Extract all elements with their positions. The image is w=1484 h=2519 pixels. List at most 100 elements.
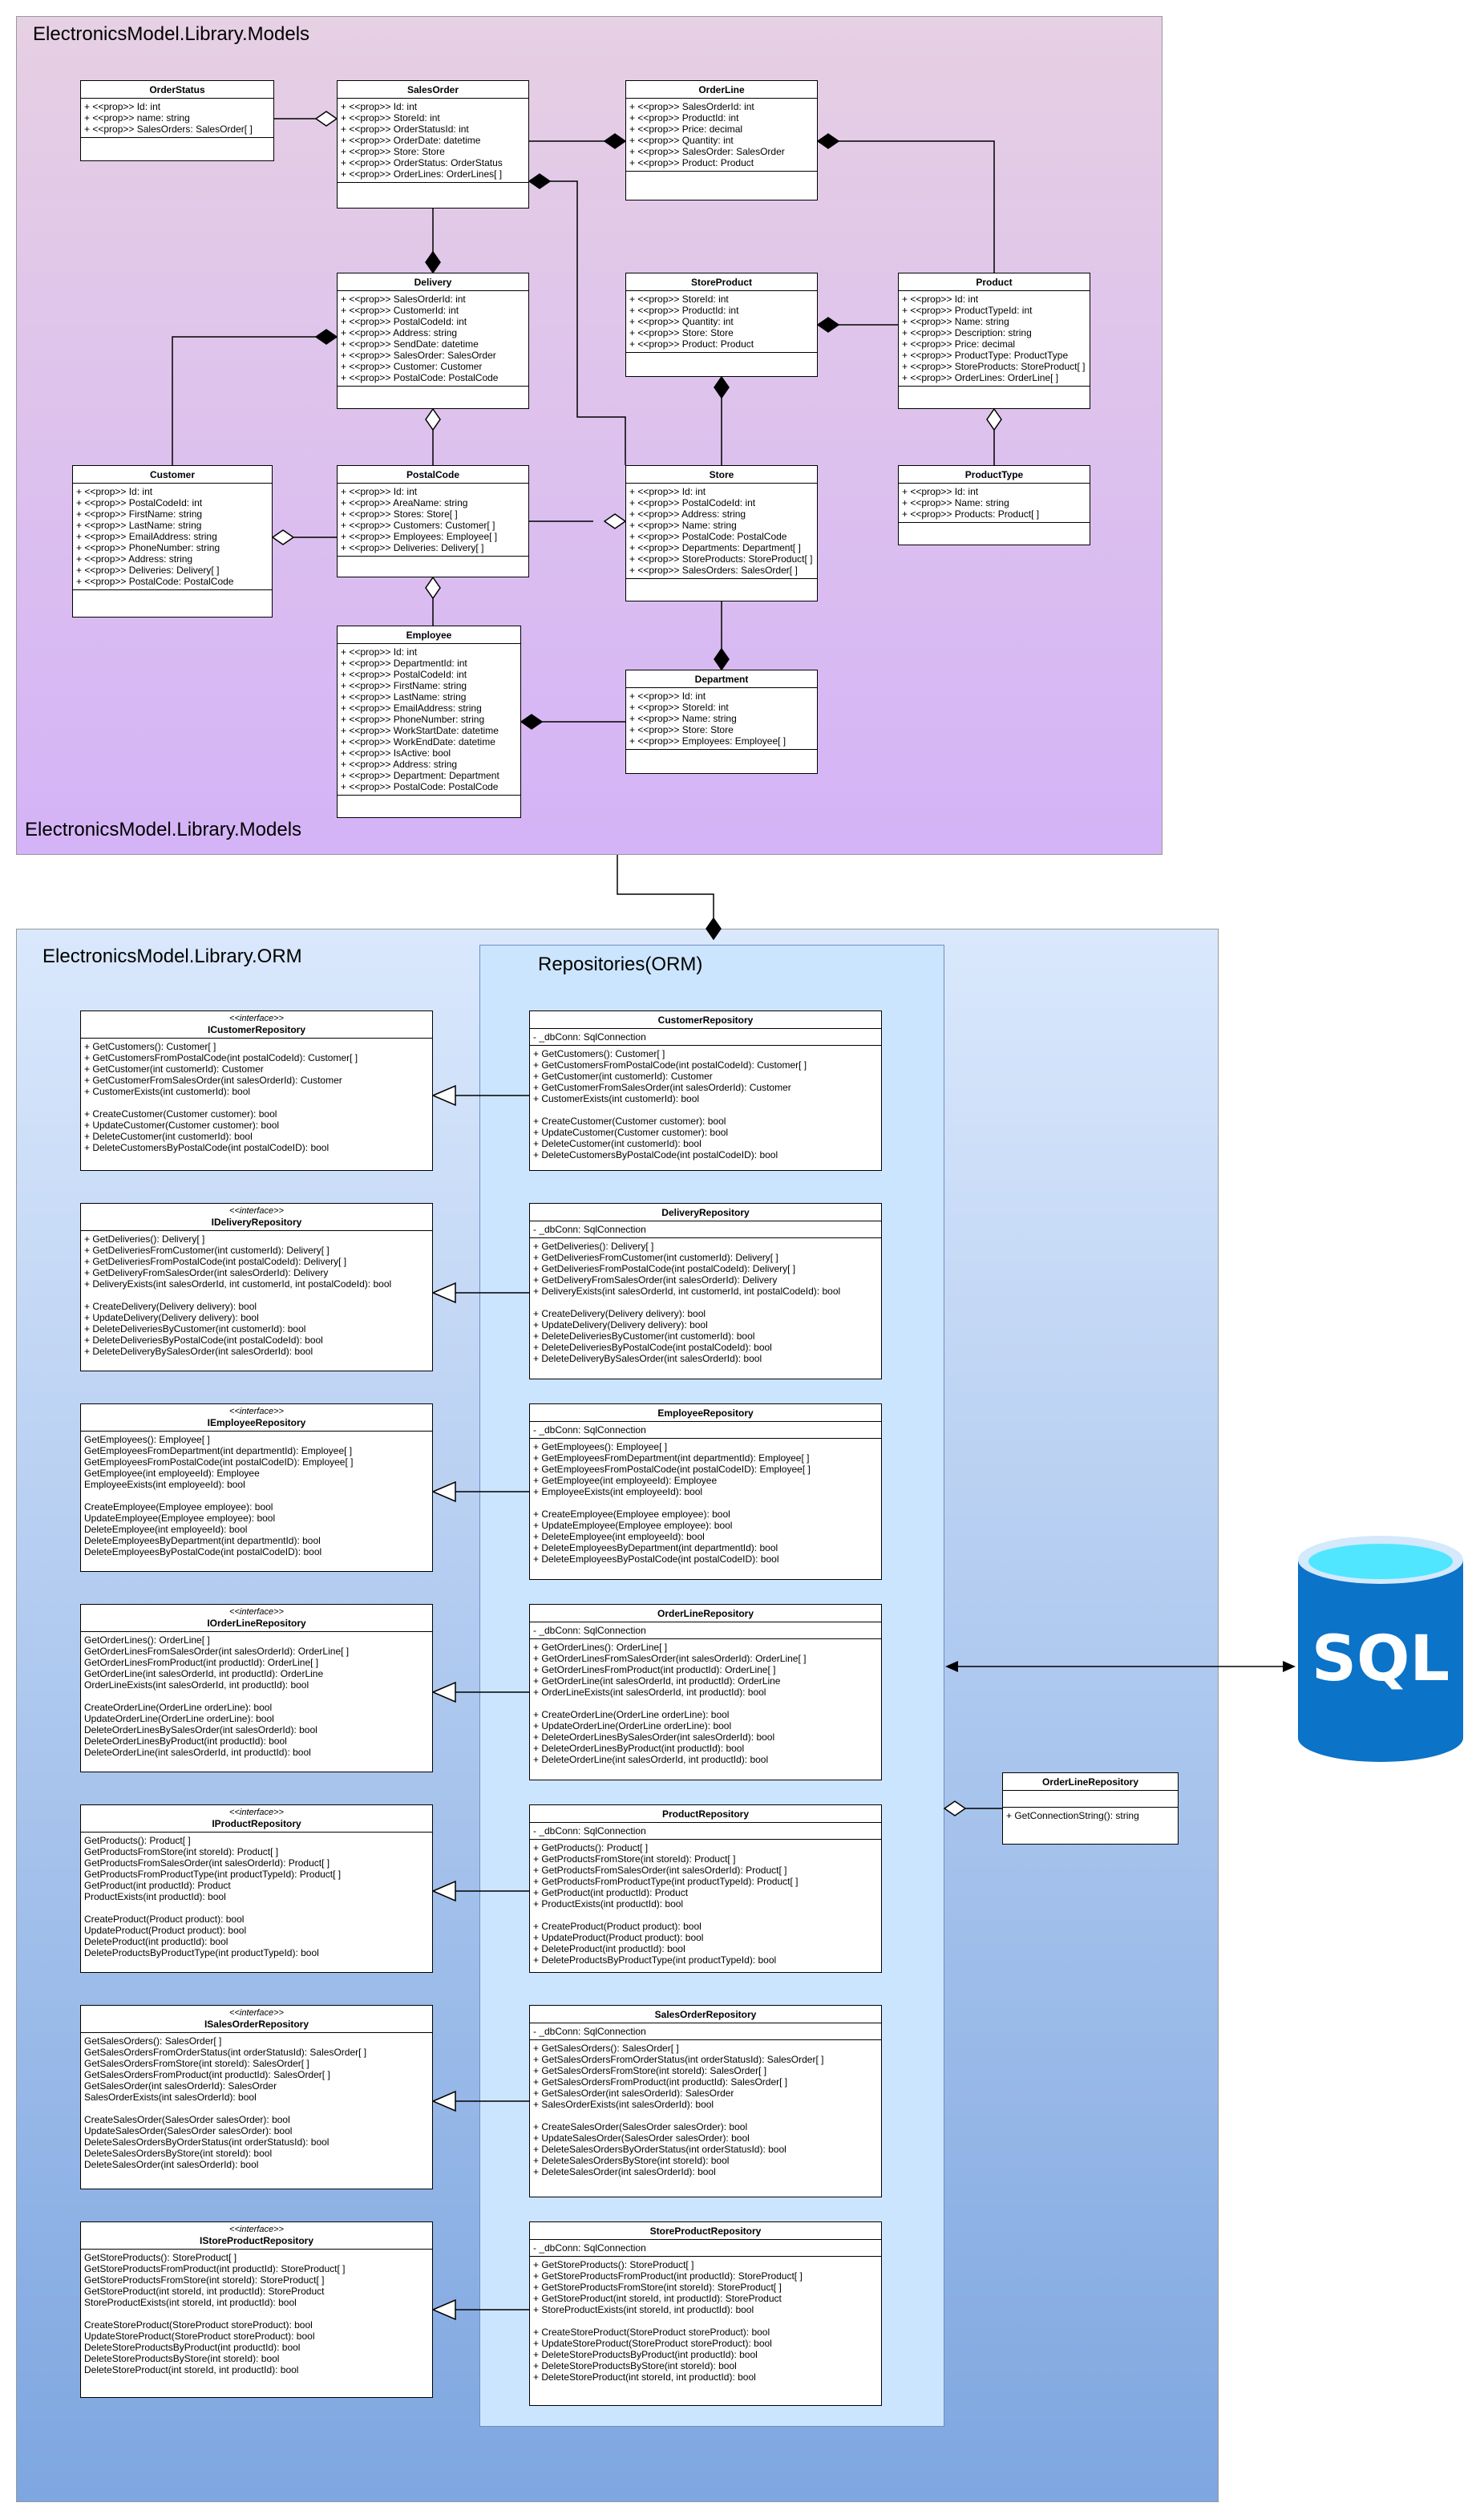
class-salesorderrepository[interactable]: SalesOrderRepository- _dbConn: SqlConnec… (529, 2005, 882, 2197)
class-store[interactable]: Store+ <<prop>> Id: int+ <<prop>> Postal… (625, 465, 818, 601)
divider (81, 2032, 432, 2033)
class-connection[interactable]: OrderLineRepository+ GetConnectionString… (1002, 1772, 1179, 1845)
member-line: + GetDeliveriesFromPostalCode(int postal… (84, 1256, 347, 1267)
field-line: - _dbConn: SqlConnection (533, 1625, 646, 1636)
divider (338, 643, 520, 644)
aggregation-diamond (271, 529, 295, 545)
class-orderline[interactable]: OrderLine+ <<prop>> SalesOrderId: int+ <… (625, 80, 818, 200)
member-list: + GetCustomers(): Customer[ ]+ GetCustom… (530, 1046, 881, 1163)
composition-diamond (314, 329, 338, 345)
field-line: - _dbConn: SqlConnection (533, 1031, 646, 1043)
member-line: GetEmployeesFromPostalCode(int postalCod… (84, 1456, 354, 1468)
member-line: + GetCustomers(): Customer[ ] (84, 1041, 216, 1052)
interface-name: IOrderLineRepository (207, 1618, 306, 1629)
class-name: PostalCode (406, 469, 459, 480)
member-line: GetSalesOrder(int salesOrderId): SalesOr… (84, 2080, 277, 2092)
member-line: + DeleteStoreProductsByStore(int storeId… (533, 2360, 737, 2371)
spacer (1006, 1793, 1175, 1804)
interface-ideliveryrepository[interactable]: <<interface>>IDeliveryRepository+ GetDel… (80, 1203, 433, 1371)
spacer (84, 1902, 429, 1914)
class-name: Delivery (414, 277, 452, 288)
member-line: + StoreProductExists(int storeId, int pr… (533, 2304, 754, 2315)
member-list: + GetEmployees(): Employee[ ]+ GetEmploy… (530, 1439, 881, 1567)
class-customerrepository[interactable]: CustomerRepository - _dbConn: SqlConnecti… (529, 1010, 882, 1171)
salesorder-store-link (550, 180, 626, 465)
divider (338, 182, 528, 183)
member-line: + <<prop>> Id: int (76, 486, 153, 497)
class-productrepository[interactable]: ProductRepository- _dbConn: SqlConnectio… (529, 1804, 882, 1973)
member-line: + <<prop>> Employees: Employee[ ] (629, 735, 786, 747)
member-line: DeleteOrderLine(int salesOrderId, int pr… (84, 1747, 311, 1758)
class-orderstatus[interactable]: OrderStatus+ <<prop>> Id: int+ <<prop>> … (80, 80, 274, 161)
member-list: + <<prop>> Id: int+ <<prop>> StoreId: in… (626, 688, 817, 749)
member-line: + DeleteEmployeesByPostalCode(int postal… (533, 1553, 779, 1565)
member-list: + <<prop>> Id: int+ <<prop>> StoreId: in… (338, 99, 528, 182)
divider (338, 795, 520, 796)
member-line: + <<prop>> Product: Product (629, 157, 754, 168)
member-list: GetSalesOrders(): SalesOrder[ ]GetSalesO… (81, 2033, 432, 2173)
divider (81, 98, 273, 99)
member-line: SalesOrderExists(int salesOrderId): bool (84, 2092, 257, 2103)
class-name: SalesOrder (406, 84, 459, 95)
member-line: + GetOrderLine(int salesOrderId, int pro… (533, 1675, 781, 1687)
class-delivery[interactable]: Delivery+ <<prop>> SalesOrderId: int+ <<… (337, 273, 529, 409)
class-customer[interactable]: Customer+ <<prop>> Id: int+ <<prop>> Pos… (72, 465, 273, 618)
member-line: + DeleteOrderLine(int salesOrderId, int … (533, 1754, 769, 1765)
class-salesorder[interactable]: SalesOrder + <<prop>> Id: int+ <<prop>> S… (337, 80, 529, 209)
member-line: GetOrderLines(): OrderLine[ ] (84, 1634, 210, 1646)
member-line: GetSalesOrdersFromProduct(int productId)… (84, 2069, 330, 2080)
class-department[interactable]: Department+ <<prop>> Id: int+ <<prop>> S… (625, 670, 818, 774)
class-storeproduct[interactable]: StoreProduct+ <<prop>> StoreId: int+ <<p… (625, 273, 818, 377)
member-line: + UpdateEmployee(Employee employee): boo… (533, 1520, 733, 1531)
aggregation-diamond (425, 576, 441, 600)
class-producttype[interactable]: ProductType+ <<prop>> Id: int+ <<prop>> … (898, 465, 1090, 545)
field-list: - _dbConn: SqlConnection (530, 1029, 881, 1045)
class-orderlinerepository[interactable]: OrderLineRepository- _dbConn: SqlConnect… (529, 1604, 882, 1780)
class-deliveryrepository[interactable]: DeliveryRepository- _dbConn: SqlConnecti… (529, 1203, 882, 1379)
member-line: + GetProductsFromSalesOrder(int salesOrd… (533, 1865, 787, 1876)
member-line: + DeleteDeliveriesByPostalCode(int posta… (533, 1342, 772, 1353)
divider (81, 1631, 432, 1632)
class-employeerepository[interactable]: EmployeeRepository- _dbConn: SqlConnecti… (529, 1403, 882, 1580)
member-line: UpdateOrderLine(OrderLine orderLine): bo… (84, 1713, 274, 1724)
member-line: UpdateSalesOrder(SalesOrder salesOrder):… (84, 2125, 293, 2136)
class-product[interactable]: Product+ <<prop>> Id: int+ <<prop>> Prod… (898, 273, 1090, 409)
interface-icustomerrepository[interactable]: <<interface>>ICustomerRepository+ GetCus… (80, 1010, 433, 1171)
member-line: GetProductsFromStore(int storeId): Produ… (84, 1846, 279, 1857)
member-line: + DeleteDeliveryBySalesOrder(int salesOr… (533, 1353, 762, 1364)
member-line: + <<prop>> PhoneNumber: string (76, 542, 220, 553)
member-line: + GetProductsFromStore(int storeId): Pro… (533, 1853, 736, 1865)
member-line: DeleteProductsByProductType(int productT… (84, 1947, 319, 1958)
member-line: + GetDeliveriesFromCustomer(int customer… (533, 1252, 778, 1263)
class-employee[interactable]: Employee+ <<prop>> Id: int+ <<prop>> Dep… (337, 626, 521, 818)
class-storeproductrepository[interactable]: StoreProductRepository- _dbConn: SqlConn… (529, 2221, 882, 2406)
divider (81, 1230, 432, 1231)
member-line: + <<prop>> SalesOrderId: int (341, 294, 466, 305)
class-name: CustomerRepository (657, 1014, 754, 1026)
class-name: EmployeeRepository (657, 1407, 754, 1419)
aggregation-diamond (314, 111, 338, 127)
member-line: + <<prop>> Id: int (902, 294, 979, 305)
composition-diamond (520, 714, 544, 730)
member-list: GetProducts(): Product[ ]GetProductsFrom… (81, 1833, 432, 1961)
spacer (84, 1691, 429, 1702)
member-line: GetEmployees(): Employee[ ] (84, 1434, 210, 1445)
divider (530, 1237, 881, 1238)
member-line: + <<prop>> Product: Product (629, 338, 754, 350)
member-line: + <<prop>> WorkEndDate: datetime (341, 736, 495, 747)
realization-arrowhead (431, 2298, 456, 2321)
realization-arrowhead (431, 1880, 456, 1902)
member-line: StoreProductExists(int storeId, int prod… (84, 2297, 297, 2308)
member-line: GetOrderLine(int salesOrderId, int produ… (84, 1668, 324, 1679)
models-orm-link (617, 855, 714, 918)
interface-name: IDeliveryRepository (211, 1217, 302, 1228)
stereotype-label: <<interface>> (229, 2008, 284, 2018)
member-line: DeleteOrderLinesByProduct(int productId)… (84, 1735, 287, 1747)
class-postalcode[interactable]: PostalCode+ <<prop>> Id: int+ <<prop>> A… (337, 465, 529, 577)
member-line: + GetSalesOrdersFromProduct(int productI… (533, 2076, 788, 2088)
